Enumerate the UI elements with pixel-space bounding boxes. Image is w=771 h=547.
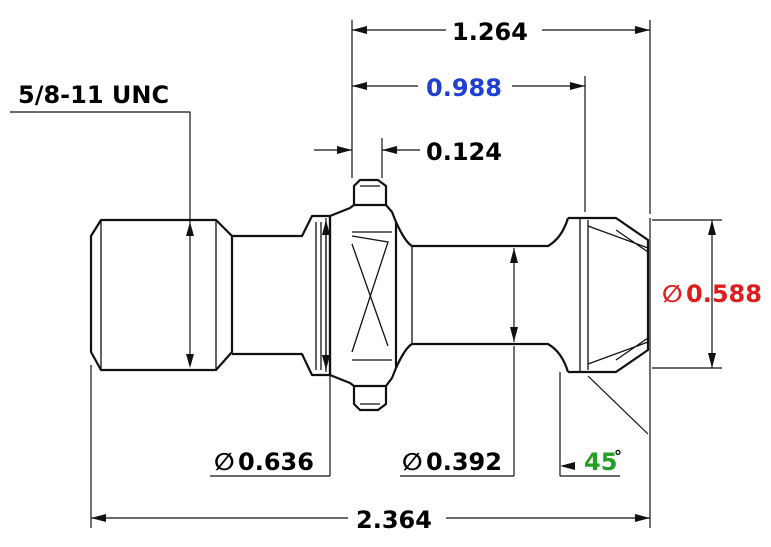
label-588: 0.588 bbox=[686, 280, 762, 308]
chamfer-angle-line bbox=[587, 375, 649, 435]
shank-section bbox=[394, 217, 570, 373]
arrow-overall-right bbox=[635, 514, 650, 522]
arrow-thread-bottom bbox=[186, 354, 194, 368]
dimension-labels: 5/8-11 UNC 1.264 0.988 0.124 ∅ 0.588 ∅ 0… bbox=[18, 18, 762, 534]
collar-flat-x bbox=[351, 235, 389, 353]
label-392: 0.392 bbox=[426, 448, 502, 476]
label-392-group: ∅ 0.392 bbox=[402, 448, 502, 476]
diameter-symbol-588: ∅ bbox=[662, 280, 683, 308]
label-1264: 1.264 bbox=[452, 18, 528, 46]
arrow-124-right bbox=[382, 146, 397, 154]
leader-thread bbox=[10, 111, 191, 360]
label-636-group: ∅ 0.636 bbox=[214, 448, 314, 476]
arrow-1264-left bbox=[352, 26, 367, 34]
arrow-588-bottom bbox=[708, 353, 716, 368]
arrow-1264-right bbox=[635, 26, 650, 34]
arrow-124-left bbox=[337, 146, 352, 154]
head-cone-edge-top bbox=[587, 225, 649, 249]
arrow-392-bottom bbox=[510, 327, 518, 342]
arrow-988-right bbox=[570, 82, 585, 90]
label-588-group: ∅ 0.588 bbox=[662, 280, 762, 308]
arrow-392-top bbox=[510, 248, 518, 263]
head-cone-mid-top bbox=[615, 229, 649, 253]
arrow-988-left bbox=[352, 82, 367, 90]
label-chamfer: 45 bbox=[584, 448, 617, 476]
label-124: 0.124 bbox=[426, 138, 502, 166]
threaded-section bbox=[89, 218, 234, 372]
label-988: 0.988 bbox=[426, 74, 502, 102]
head-cone-mid-bottom bbox=[615, 337, 649, 361]
dimension-lines bbox=[10, 20, 722, 528]
diameter-symbol-636: ∅ bbox=[214, 448, 235, 476]
head-section bbox=[568, 216, 650, 374]
arrow-588-top bbox=[708, 220, 716, 235]
label-overall-length: 2.364 bbox=[356, 506, 432, 534]
label-chamfer-group: 45 ° bbox=[584, 447, 622, 476]
arrow-overall-left bbox=[91, 514, 106, 522]
label-636: 0.636 bbox=[238, 448, 314, 476]
arrow-636-bottom bbox=[322, 355, 330, 370]
arrow-chamfer bbox=[560, 462, 575, 470]
flange-section bbox=[352, 178, 388, 412]
diameter-symbol-392: ∅ bbox=[402, 448, 423, 476]
neck-section bbox=[232, 214, 332, 377]
arrow-636-top bbox=[322, 220, 330, 235]
label-thread-spec: 5/8-11 UNC bbox=[18, 81, 169, 109]
arrow-thread-top bbox=[186, 222, 194, 236]
degree-symbol: ° bbox=[614, 447, 622, 466]
pull-stud-outline bbox=[89, 178, 650, 412]
head-cone-edge-bottom bbox=[587, 341, 649, 365]
